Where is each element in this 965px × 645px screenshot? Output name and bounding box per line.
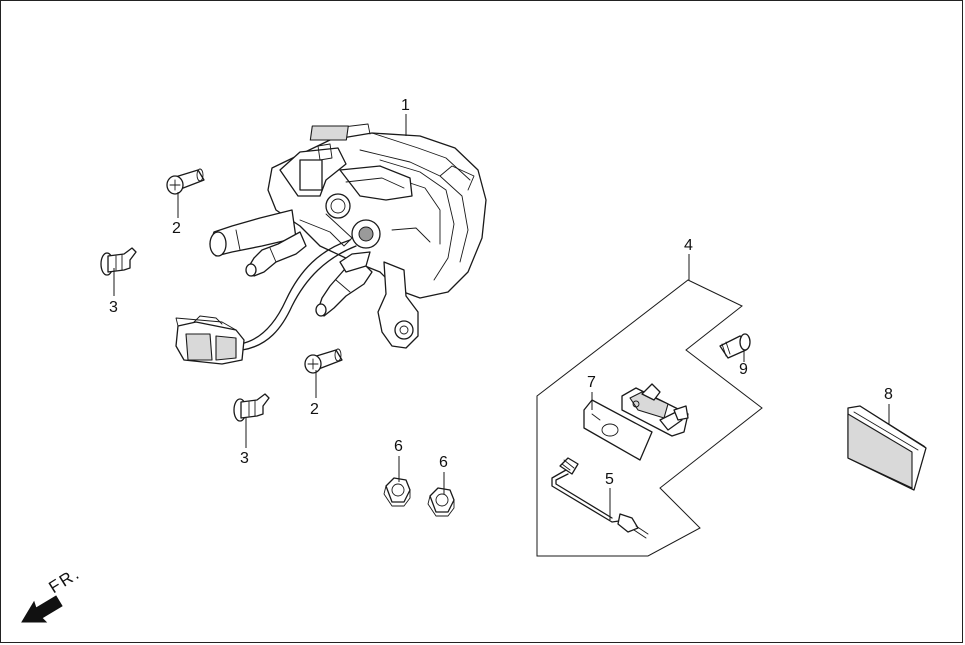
bulb-socket-wire [551,457,649,539]
license-light-group-outline [536,279,763,557]
screw-lower [304,348,343,374]
taillight-assembly [175,123,487,365]
callout-3-upper: 3 [109,299,118,316]
callout-2-lower: 2 [310,401,319,418]
callout-6-right: 6 [439,454,448,471]
clip-lower [233,393,270,422]
front-direction-arrow [21,595,63,623]
bulb [719,333,751,359]
callout-2-upper: 2 [172,220,181,237]
callout-9: 9 [739,361,748,378]
callout-3-lower: 3 [240,450,249,467]
callout-1: 1 [401,97,410,114]
leader-lines [113,114,890,520]
callout-8: 8 [884,386,893,403]
nut-left [383,477,411,507]
callout-7: 7 [587,374,596,391]
callout-5: 5 [605,471,614,488]
screw-upper [166,168,205,195]
reflector-plate [847,405,927,491]
nut-right [427,487,455,517]
callout-6-left: 6 [394,438,403,455]
clip-upper [100,247,137,276]
callout-4: 4 [684,237,693,254]
license-light-housing [621,383,689,437]
